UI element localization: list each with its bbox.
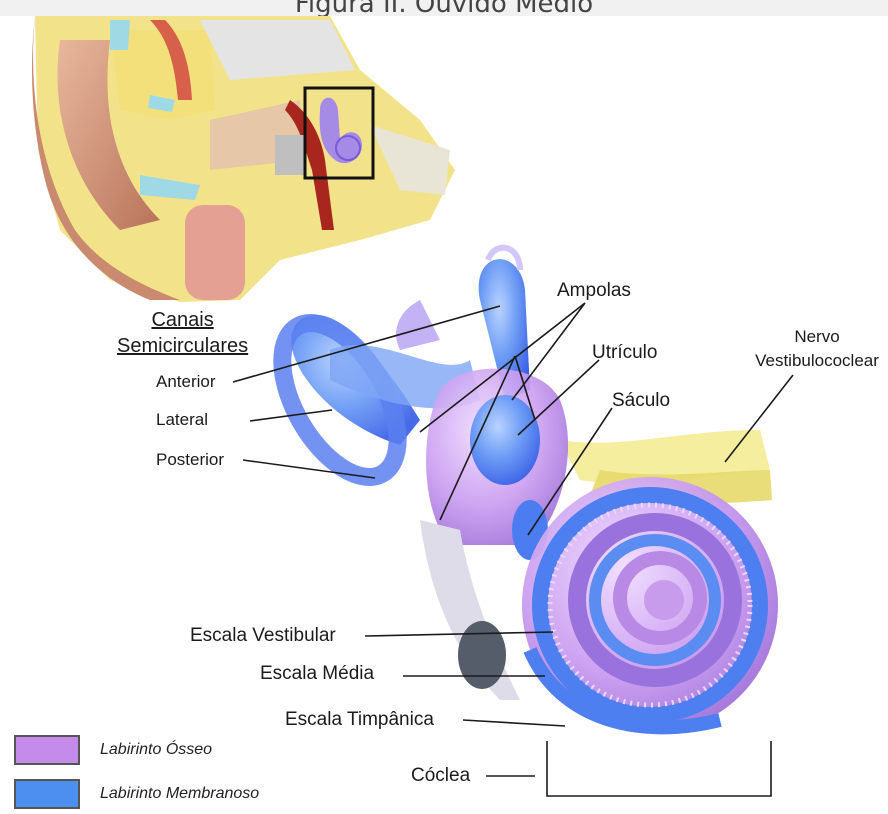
label-escala-timpanica: Escala Timpânica [285, 709, 434, 731]
label-nervo-vestibulococlear: Nervo Vestibulococlear [752, 325, 882, 373]
heading-line-1: Canais [151, 309, 213, 331]
legend-item-labirinto-osseo: Labirinto Ósseo [14, 735, 212, 765]
outer-ear-section [32, 16, 455, 302]
heading-line-2: Semicirculares [117, 335, 248, 357]
label-escala-media: Escala Média [260, 663, 374, 685]
nervo-line-1: Nervo [794, 327, 839, 346]
label-anterior: Anterior [156, 372, 216, 392]
label-utriculo: Utrículo [592, 342, 657, 364]
label-saculo: Sáculo [612, 390, 670, 412]
legend-label: Labirinto Membranoso [100, 785, 259, 803]
label-escala-vestibular: Escala Vestibular [190, 625, 336, 647]
canais-semicirculares-heading: Canais Semicirculares [117, 307, 248, 359]
label-coclea: Cóclea [411, 765, 470, 787]
legend-label: Labirinto Ósseo [100, 741, 212, 759]
nervo-line-2: Vestibulococlear [755, 351, 879, 370]
legend-swatch-membranous [14, 779, 80, 809]
cochlea [522, 477, 778, 733]
legend-swatch-bony [14, 735, 80, 765]
legend-item-labirinto-membranoso: Labirinto Membranoso [14, 779, 259, 809]
label-posterior: Posterior [156, 450, 224, 470]
label-lateral: Lateral [156, 410, 208, 430]
label-ampolas: Ampolas [557, 280, 631, 302]
